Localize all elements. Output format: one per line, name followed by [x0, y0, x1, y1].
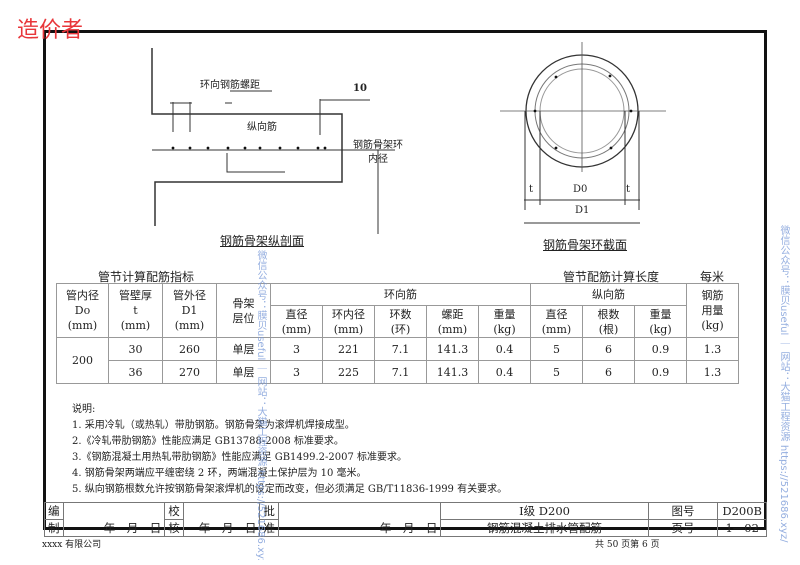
cell: 5 [530, 360, 583, 384]
cell: 36 [108, 360, 163, 384]
header-long-group: 纵向筋 [530, 283, 687, 306]
cell: 141.3 [426, 360, 479, 384]
longitudinal-section-drawing [151, 48, 395, 234]
cell: 单层 [216, 360, 271, 384]
check-label-2: 核 [164, 519, 184, 537]
cell: 30 [108, 337, 163, 361]
notes-heading: 说明: [72, 404, 96, 415]
header-ring-inner-diameter: 环内径(mm) [322, 305, 375, 338]
drawing-no: D200B [717, 502, 767, 520]
longitudinal-section-title: 钢筋骨架纵剖面 [220, 234, 305, 248]
cell: 单层 [216, 337, 271, 361]
logo: 造价者 [17, 18, 84, 43]
header-ring-count: 环数(环) [374, 305, 427, 338]
ring-section-title: 钢筋骨架环截面 [543, 238, 628, 252]
cell: 0.4 [478, 337, 531, 361]
cell: 6 [582, 337, 635, 361]
drawing-title-2: 钢筋混凝土排水管配筋 [440, 519, 649, 537]
header-long-diameter: 直径(mm) [530, 305, 583, 338]
t-right-label: t [626, 184, 631, 195]
header-ring-weight: 重量(kg) [478, 305, 531, 338]
cell: 141.3 [426, 337, 479, 361]
cell: 5 [530, 337, 583, 361]
header-layer: 骨架层位 [216, 283, 271, 338]
header-long-weight: 重量(kg) [634, 305, 687, 338]
drawing-title-1: Ⅰ级 D200 [440, 502, 649, 520]
cell: 1.3 [686, 337, 739, 361]
cell: 0.4 [478, 360, 531, 384]
header-long-count: 根数(根) [582, 305, 635, 338]
ring-section-drawing [500, 42, 666, 224]
table-title-per-meter: 每米 [700, 270, 725, 284]
table-row: 36 270 单层 3 225 7.1 141.3 0.4 5 6 0.9 1.… [57, 360, 739, 384]
t-left-label: t [529, 184, 534, 195]
cell: 0.9 [634, 337, 687, 361]
d0-label: D0 [573, 184, 588, 195]
note-item: 3.《钢筋混凝土用热轧带肋钢筋》性能应满足 GB1499.2-2007 标准要求… [72, 452, 408, 463]
pagination: 共 50 页第 6 页 [595, 540, 660, 550]
note-item: 2.《冷轧带肋钢筋》性能应满足 GB13788-2008 标准要求。 [72, 436, 344, 447]
cell: 7.1 [374, 360, 427, 384]
cell: 270 [162, 360, 217, 384]
inner-diameter-label-1: 钢筋骨架环 [353, 140, 403, 151]
d1-label: D1 [575, 205, 590, 216]
header-ring-diameter: 直径(mm) [270, 305, 323, 338]
note-item: 4. 钢筋骨架两端应平缠密绕 2 环，两端混凝土保护层为 10 毫米。 [72, 468, 367, 479]
page-label: 页号 [647, 519, 719, 537]
cell: 7.1 [374, 337, 427, 361]
cell: 1.3 [686, 360, 739, 384]
pitch-label: 环向钢筋螺距 [200, 80, 260, 91]
compile-label-2: 制 [44, 519, 64, 537]
title-block: 编 年 月 日 校 年 月 日 批 年 月 日 Ⅰ级 D200 图号 D200B… [44, 502, 767, 537]
cell: 6 [582, 360, 635, 384]
notes: 说明: 1. 采用冷轧（或热轧）带肋钢筋。钢筋骨架为滚焊机焊接成型。 2.《冷轧… [72, 402, 507, 498]
header-ring-pitch: 螺距(mm) [426, 305, 479, 338]
table-row: 200 30 260 单层 3 221 7.1 141.3 0.4 5 6 0.… [56, 337, 739, 384]
cell: 0.9 [634, 360, 687, 384]
check-label-1: 校 [164, 502, 184, 520]
longitudinal-bar-label: 纵向筋 [247, 122, 277, 133]
approve-label-2: 准 [259, 519, 279, 537]
compile-label-1: 编 [44, 502, 64, 520]
table-title-left: 管节计算配筋指标 [98, 270, 195, 284]
note-item: 1. 采用冷轧（或热轧）带肋钢筋。钢筋骨架为滚焊机焊接成型。 [72, 420, 355, 431]
note-item: 5. 纵向钢筋根数允许按钢筋骨架滚焊机的设定而改变，但必须满足 GB/T1183… [72, 484, 508, 495]
cell: 225 [322, 360, 375, 384]
table-title-right: 管节配筋计算长度 [563, 270, 660, 284]
company-name: xxxx 有限公司 [42, 540, 102, 550]
compile-date: 年 月 日 [62, 502, 166, 537]
drawing-no-label: 图号 [647, 502, 719, 520]
watermark-center: 微信公众号：膜贝useful ｜ 网站：大猫工程资源 https://52168… [255, 250, 266, 560]
check-date: 年 月 日 [182, 502, 261, 537]
approve-date: 年 月 日 [277, 502, 442, 537]
inner-diameter-label-2: 内径 [368, 154, 388, 165]
cell: 221 [322, 337, 375, 361]
cell: 3 [270, 337, 323, 361]
cell-inner-diameter: 200 [56, 337, 109, 384]
cell: 3 [270, 360, 323, 384]
header-total: 钢筋用量(kg) [686, 283, 739, 338]
watermark-right: 微信公众号：膜贝useful ｜ 网站：大猫工程资源 https://52168… [778, 225, 789, 543]
header-ring-group: 环向筋 [270, 283, 531, 306]
cover-dimension: 10 [353, 83, 367, 94]
cell: 260 [162, 337, 217, 361]
page-no: 1—02 [717, 519, 767, 537]
